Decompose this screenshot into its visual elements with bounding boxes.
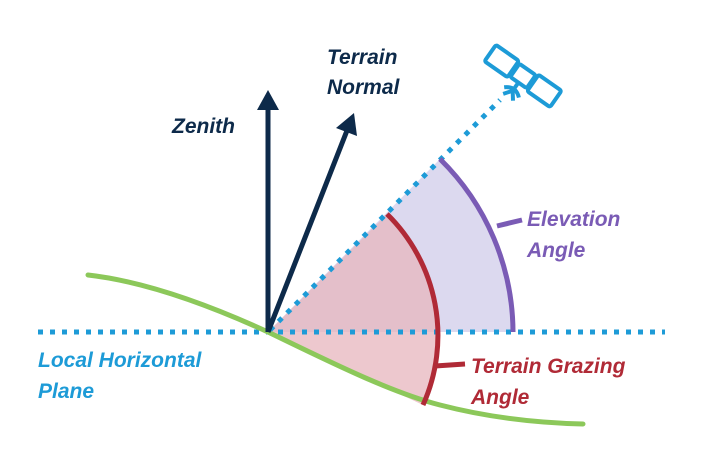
terrain-curve <box>85 272 586 427</box>
elevation-angle-label-line2: Angle <box>526 239 586 262</box>
zenith-label: Zenith <box>171 115 235 138</box>
grazing-angle-wedge <box>268 214 438 405</box>
zenith-arrowhead <box>257 90 279 110</box>
grazing-leader-line <box>434 361 466 369</box>
terrain-normal-label-line1: Terrain <box>327 46 397 69</box>
elevation-angle-label-line1: Elevation <box>527 208 620 231</box>
satellite-icon <box>483 43 563 109</box>
local-horizontal-label-line2: Plane <box>38 380 94 403</box>
local-horizontal-label-line1: Local Horizontal <box>38 349 203 372</box>
grazing-angle-label-line1: Terrain Grazing <box>471 355 626 378</box>
grazing-angle-arc <box>385 212 441 407</box>
terrain-normal-arrowhead <box>336 113 357 136</box>
elevation-angle-arc <box>438 157 516 333</box>
elevation-leader-line <box>496 217 523 229</box>
terrain-normal-arrow <box>265 127 351 333</box>
grazing-angle-label-line2: Angle <box>470 386 530 409</box>
terrain-normal-label-line2: Normal <box>327 76 401 99</box>
